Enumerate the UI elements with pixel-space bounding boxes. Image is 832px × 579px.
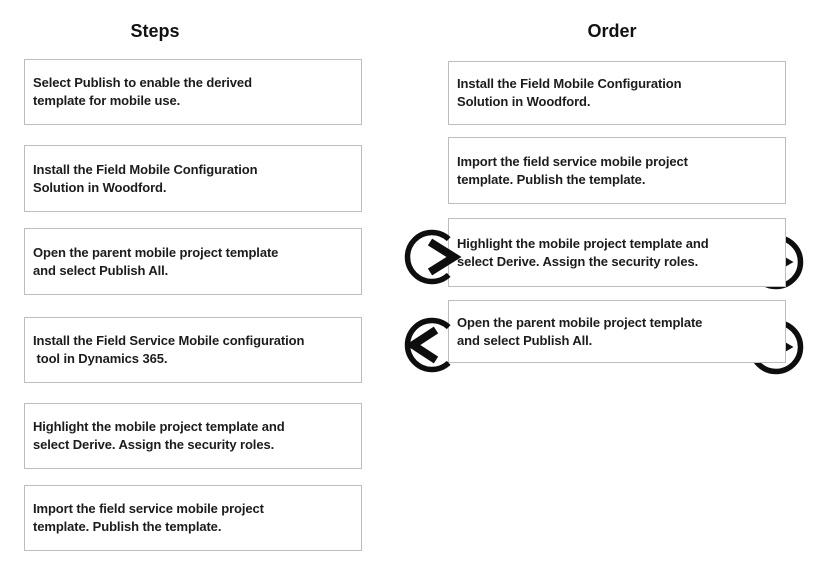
- order-item-text: Install the Field Mobile Configuration S…: [457, 76, 682, 109]
- steps-item-text: Install the Field Service Mobile configu…: [33, 333, 305, 366]
- order-item[interactable]: Import the field service mobile project …: [448, 137, 786, 204]
- steps-item[interactable]: Import the field service mobile project …: [24, 485, 362, 551]
- order-item[interactable]: Open the parent mobile project template …: [448, 300, 786, 363]
- order-item-text: Open the parent mobile project template …: [457, 314, 703, 348]
- steps-item-text: Open the parent mobile project template …: [33, 244, 279, 278]
- steps-item[interactable]: Highlight the mobile project template an…: [24, 403, 362, 469]
- steps-item[interactable]: Open the parent mobile project template …: [24, 228, 362, 295]
- steps-item-text: Import the field service mobile project …: [33, 501, 264, 534]
- steps-item-text: Select Publish to enable the derived tem…: [33, 75, 252, 108]
- steps-item-text: Install the Field Mobile Configuration S…: [33, 161, 258, 195]
- order-item[interactable]: Install the Field Mobile Configuration S…: [448, 61, 786, 125]
- steps-item[interactable]: Install the Field Mobile Configuration S…: [24, 145, 362, 212]
- steps-item-text: Highlight the mobile project template an…: [33, 419, 285, 452]
- steps-item[interactable]: Select Publish to enable the derived tem…: [24, 59, 362, 125]
- steps-column-header: Steps: [130, 21, 180, 41]
- order-column-header: Order: [587, 21, 637, 41]
- order-item[interactable]: Highlight the mobile project template an…: [448, 218, 786, 287]
- steps-item[interactable]: Install the Field Service Mobile configu…: [24, 317, 362, 383]
- order-item-text: Import the field service mobile project …: [457, 153, 688, 187]
- circle-chevron-left-icon[interactable]: [401, 314, 463, 376]
- circle-chevron-right-icon[interactable]: [401, 226, 463, 288]
- order-item-text: Highlight the mobile project template an…: [457, 235, 709, 269]
